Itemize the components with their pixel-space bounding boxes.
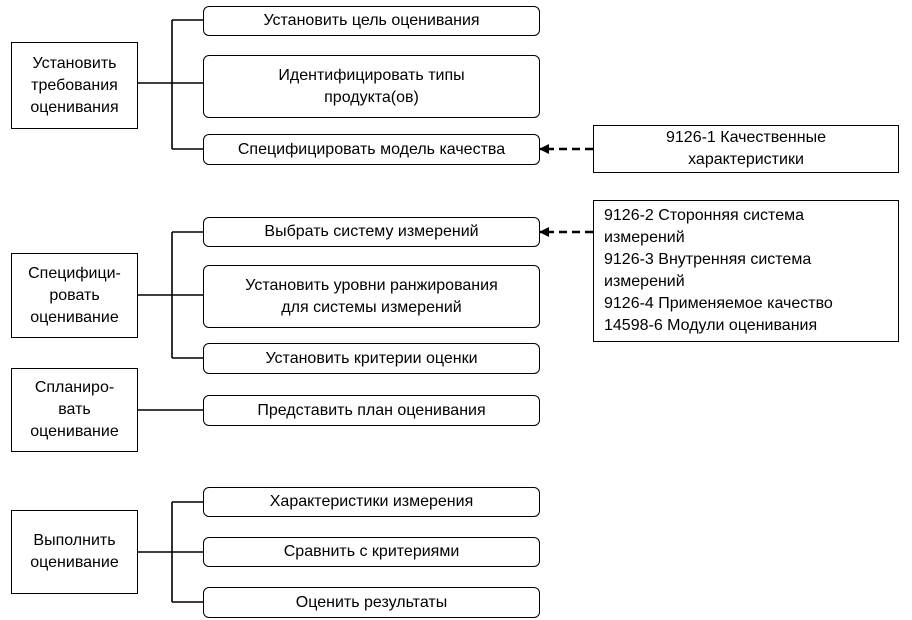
step-box-select-metrics: Выбрать систему измерений — [203, 217, 540, 247]
standard-box-quality-characteristics: 9126-1 Качественные характеристики — [593, 125, 899, 173]
phase-box-execute-evaluation: Выполнить оценивание — [11, 510, 138, 594]
step-box-establish-rating-levels: Установить уровни ранжирования для систе… — [203, 265, 540, 328]
standard-box-metrics-references: 9126-2 Сторонняя система измерений 9126-… — [593, 200, 899, 342]
group1-connectors — [138, 19, 203, 150]
phase-box-establish-requirements: Установить требования оценивания — [11, 42, 138, 129]
phase-box-specify-evaluation: Специфици- ровать оценивание — [11, 253, 138, 338]
phase-box-plan-evaluation: Спланиро- вать оценивание — [11, 368, 138, 452]
step-box-measure-characteristics: Характеристики измерения — [203, 487, 540, 517]
step-box-identify-product-types: Идентифицировать типы продукта(ов) — [203, 55, 540, 118]
step-box-assess-results: Оценить результаты — [203, 587, 540, 618]
group4-connectors — [138, 501, 203, 603]
step-box-specify-quality-model: Специфицировать модель качества — [203, 134, 540, 165]
step-box-produce-evaluation-plan: Представить план оценивания — [203, 395, 540, 426]
step-box-establish-criteria: Установить критерии оценки — [203, 343, 540, 374]
group2-connectors — [138, 231, 203, 359]
step-box-compare-with-criteria: Сравнить с критериями — [203, 537, 540, 567]
step-box-establish-purpose: Установить цель оценивания — [203, 6, 540, 36]
